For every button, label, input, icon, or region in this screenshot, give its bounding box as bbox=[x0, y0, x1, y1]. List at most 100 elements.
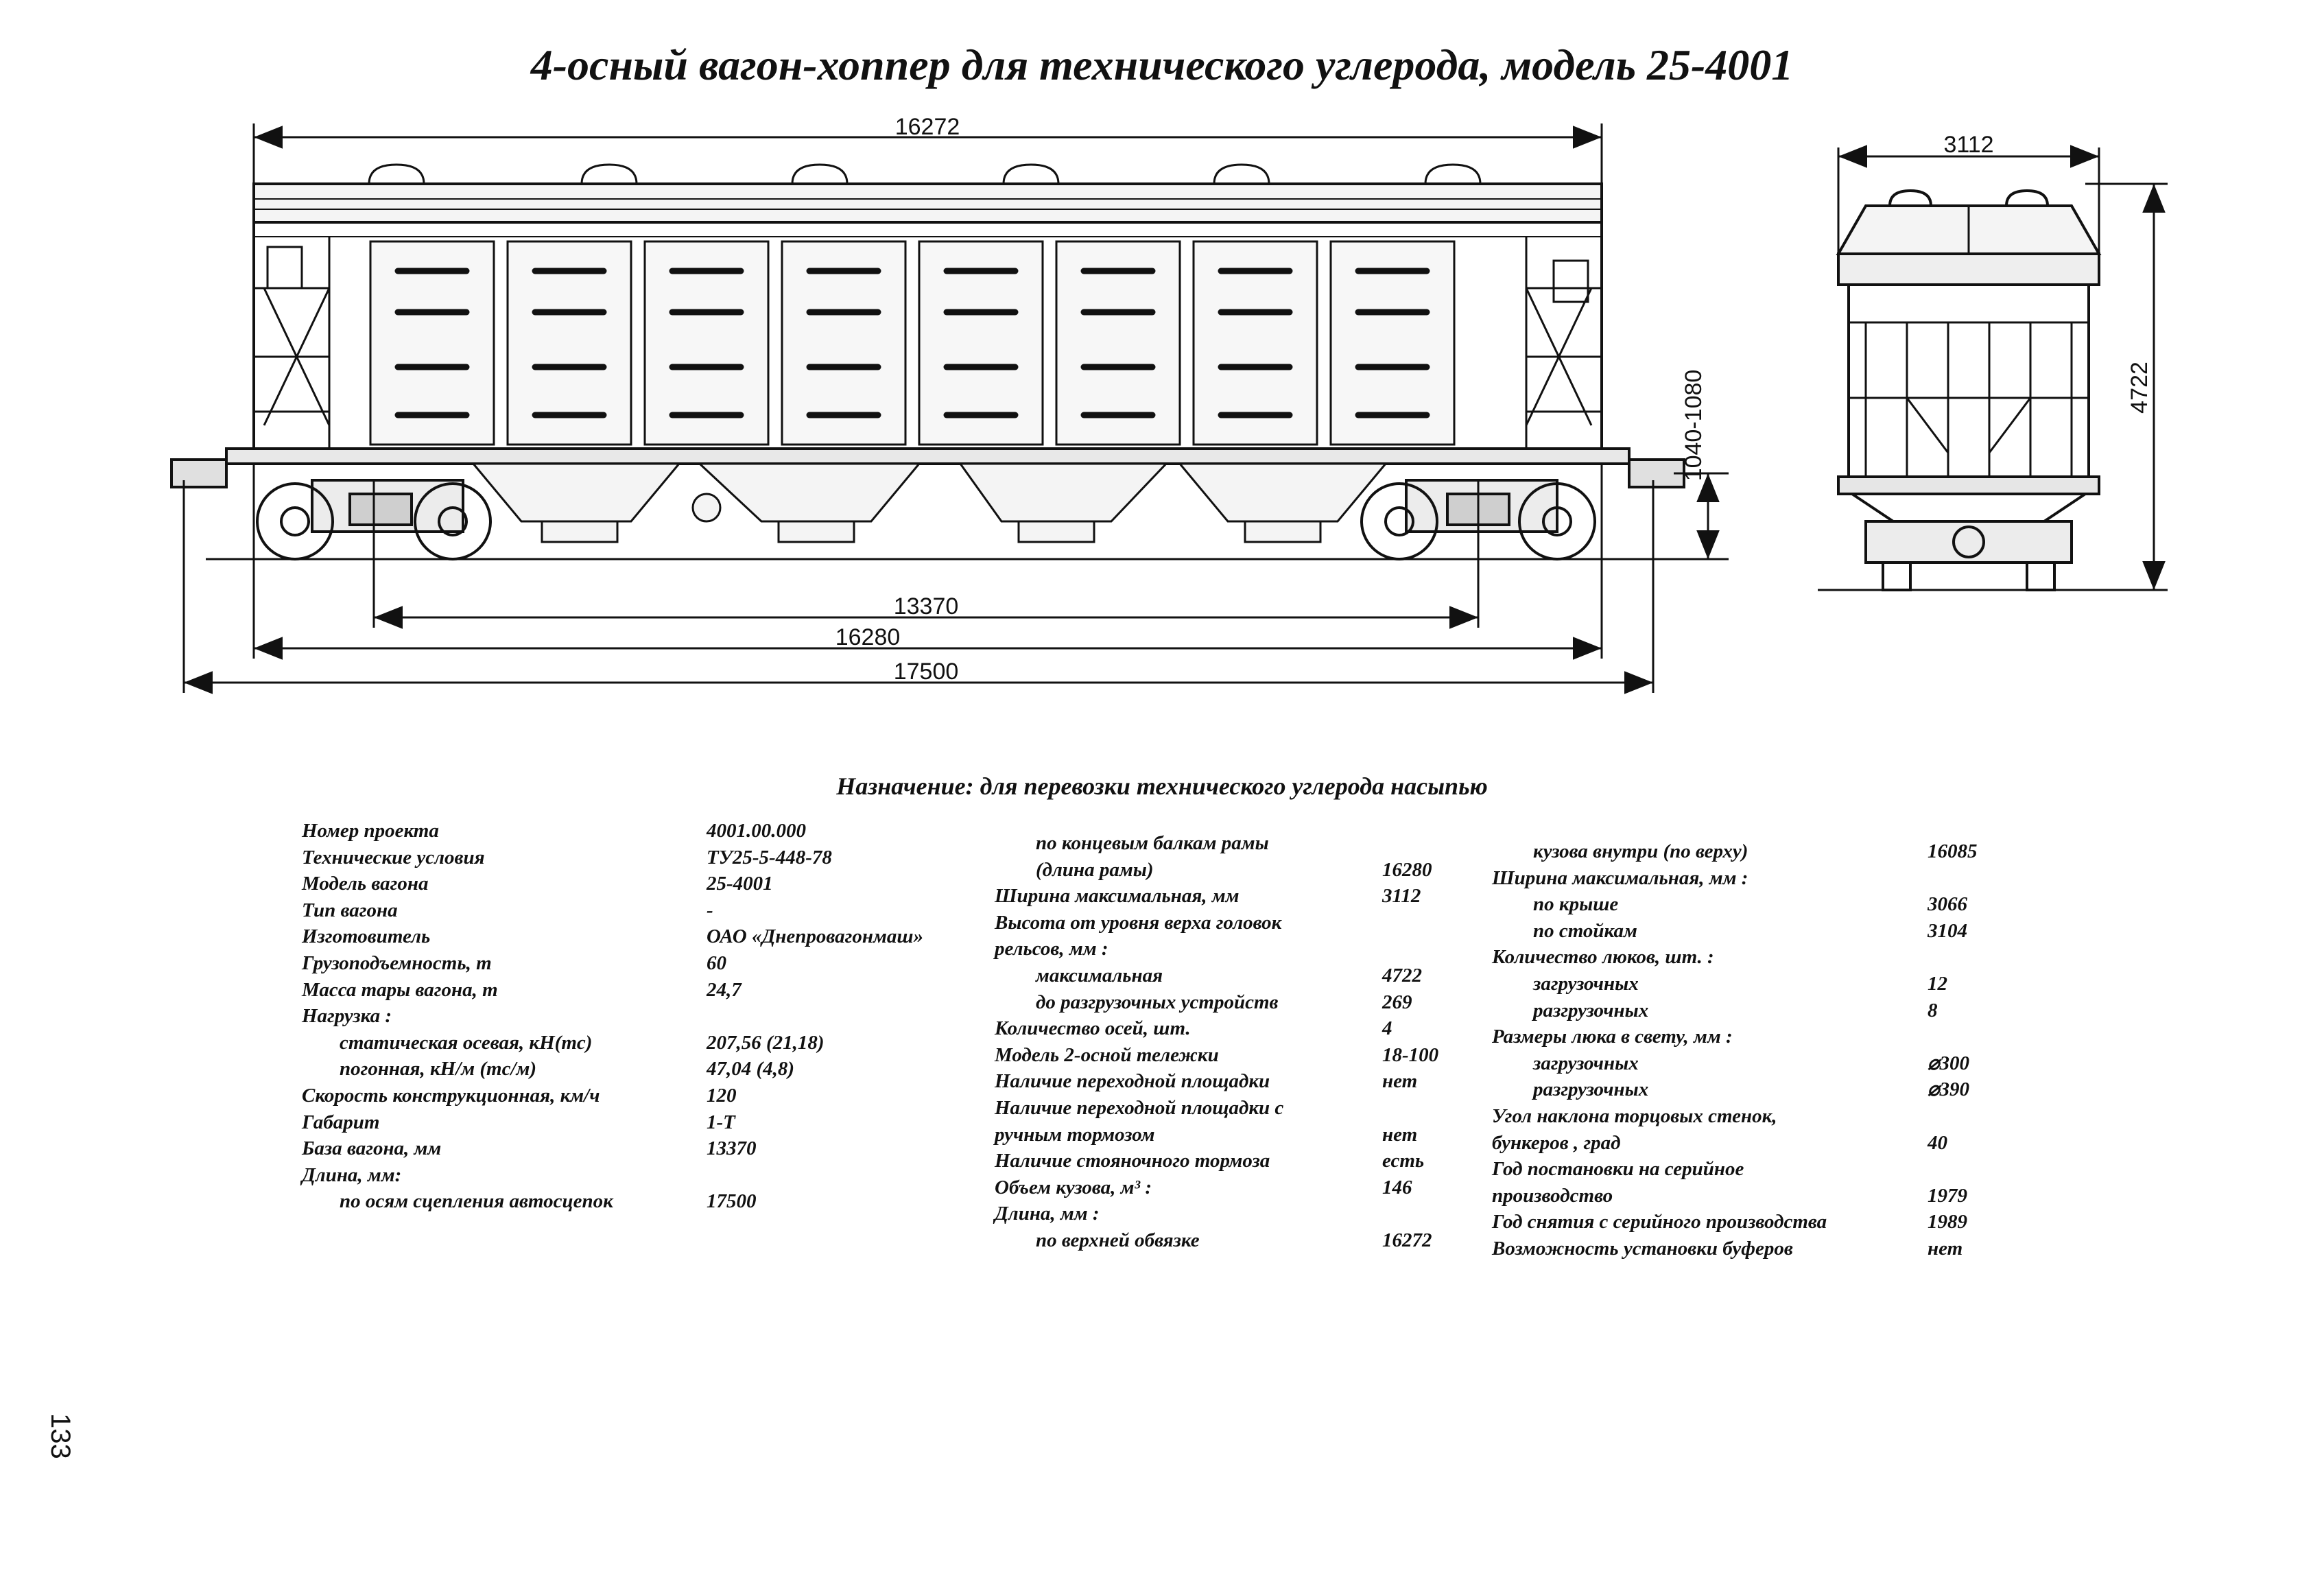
spec-label: Изготовитель bbox=[302, 925, 431, 948]
spec-row: Количество люков, шт. : bbox=[1492, 944, 1986, 971]
spec-label: бункеров , град bbox=[1492, 1131, 1621, 1154]
dim-frame-length: 16280 bbox=[835, 624, 901, 650]
panel-ribs bbox=[394, 268, 1430, 418]
spec-label: База вагона, мм bbox=[302, 1137, 442, 1160]
dim-coupler-length: 17500 bbox=[894, 659, 959, 685]
spec-row: разгрузочных 8 bbox=[1492, 997, 1986, 1024]
spec-row: бункеров , град 40 bbox=[1492, 1130, 1986, 1157]
hoppers bbox=[471, 462, 1388, 543]
spec-label: Наличие стояночного тормоза bbox=[995, 1150, 1270, 1172]
spec-row: Угол наклона торцовых стенок, bbox=[1492, 1103, 1986, 1130]
spec-value: 16280 bbox=[1382, 858, 1432, 881]
spec-value: 3112 bbox=[1382, 885, 1421, 908]
spec-label: Ширина максимальная, мм bbox=[995, 885, 1240, 908]
spec-row: статическая осевая, кН(тс)207,56 (21,18) bbox=[302, 1030, 825, 1056]
spec-value: 4722 bbox=[1382, 964, 1422, 986]
spec-value: нет bbox=[1382, 1070, 1418, 1093]
spec-value: 3104 bbox=[1928, 919, 1967, 942]
spec-value: - bbox=[707, 899, 713, 921]
side-view bbox=[170, 163, 1685, 560]
spec-value: ОАО «Днепровагонмаш» bbox=[707, 925, 923, 948]
spec-value: 40 bbox=[1928, 1131, 1947, 1154]
spec-label: Модель 2-осной тележки bbox=[995, 1043, 1219, 1066]
spec-row: Нагрузка : bbox=[302, 1003, 782, 1030]
wagon-drawing: 16272 13370 16280 17500 1040-1080 bbox=[170, 114, 2168, 694]
spec-label: Угол наклона торцовых стенок, bbox=[1492, 1104, 1777, 1127]
spec-label: Технические условия bbox=[302, 846, 485, 869]
spec-row: кузова внутри (по верху)16085 bbox=[1492, 838, 1986, 865]
end-view bbox=[1818, 189, 2120, 591]
spec-value: ⌀390 bbox=[1928, 1078, 1969, 1101]
spec-label: Год постановки на серийное bbox=[1492, 1158, 1744, 1181]
spec-row: Наличие переходной площадки с bbox=[995, 1095, 1475, 1122]
spec-row: Размеры люка в свету, мм : bbox=[1492, 1024, 1986, 1050]
spec-value: 8 bbox=[1928, 999, 1938, 1021]
spec-value: 120 bbox=[707, 1084, 737, 1107]
spec-label: по верхней обвязке bbox=[1036, 1229, 1200, 1251]
spec-row: Объем кузова, м³ : 146 bbox=[995, 1174, 1475, 1201]
side-panels bbox=[369, 240, 1456, 446]
dim-width: 3112 bbox=[1943, 132, 1993, 158]
spec-row: Год постановки на серийное bbox=[1492, 1156, 1986, 1183]
spec-row: Высота от уровня верха головок bbox=[995, 910, 1475, 936]
spec-value: 269 bbox=[1382, 991, 1412, 1013]
spec-label: Тип вагона bbox=[302, 899, 398, 921]
spec-row: Модель 2-осной тележки 18-100 bbox=[995, 1042, 1475, 1069]
end-frame-right bbox=[1525, 237, 1602, 449]
spec-value: 18-100 bbox=[1382, 1043, 1439, 1066]
spec-row: Год снятия с серийного производства 1989 bbox=[1492, 1209, 1986, 1236]
spec-row: Длина, мм: bbox=[302, 1162, 782, 1189]
spec-value: 1989 bbox=[1928, 1211, 1967, 1233]
couplers bbox=[170, 458, 1685, 488]
spec-label: Возможность установки буферов bbox=[1492, 1237, 1793, 1260]
spec-label: Длина, мм: bbox=[302, 1163, 402, 1186]
spec-label: Модель вагона bbox=[302, 873, 429, 895]
spec-value: 207,56 (21,18) bbox=[707, 1031, 825, 1054]
end-frame-left bbox=[254, 237, 331, 449]
spec-value: 3066 bbox=[1928, 893, 1967, 916]
spec-value: 60 bbox=[707, 952, 726, 974]
spec-label: Наличие переходной площадки с bbox=[995, 1096, 1284, 1119]
spec-label: по концевым балкам рамы bbox=[1036, 832, 1269, 854]
spec-label: Объем кузова, м³ : bbox=[995, 1176, 1152, 1198]
spec-value: 146 bbox=[1382, 1176, 1412, 1198]
spec-row: загрузочных 12 bbox=[1492, 971, 1986, 997]
spec-value: 12 bbox=[1928, 972, 1947, 995]
page-title: 4-осный вагон-хоппер для технического уг… bbox=[530, 40, 1794, 89]
spec-value: ⌀300 bbox=[1928, 1052, 1969, 1074]
spec-value: 17500 bbox=[707, 1190, 757, 1213]
spec-label: Год снятия с серийного производства bbox=[1492, 1211, 1827, 1233]
spec-label: разгрузочных bbox=[1533, 999, 1649, 1021]
spec-label: Количество люков, шт. : bbox=[1492, 946, 1714, 969]
spec-value: 13370 bbox=[707, 1137, 757, 1160]
specs-column-2: по концевым балкам рамы (длина рамы)16280… bbox=[995, 830, 1475, 1254]
spec-label: загрузочных bbox=[1533, 972, 1639, 995]
dim-base: 13370 bbox=[894, 593, 959, 619]
bogie-left bbox=[256, 479, 492, 560]
spec-label: Размеры люка в свету, мм : bbox=[1492, 1026, 1733, 1048]
spec-label: Габарит bbox=[302, 1111, 380, 1133]
spec-row: (длина рамы)16280 bbox=[995, 857, 1475, 884]
spec-label: загрузочных bbox=[1533, 1052, 1639, 1074]
spec-label: Длина, мм : bbox=[995, 1203, 1100, 1225]
spec-label: Ширина максимальная, мм : bbox=[1492, 866, 1748, 889]
spec-row: по концевым балкам рамы bbox=[995, 830, 1475, 857]
dim-coupler-height: 1040-1080 bbox=[1681, 370, 1707, 482]
spec-row: погонная, кН/м (тс/м)47,04 (4,8) bbox=[302, 1056, 794, 1083]
spec-value: 16272 bbox=[1382, 1229, 1432, 1251]
spec-label: ручным тормозом bbox=[995, 1123, 1155, 1146]
